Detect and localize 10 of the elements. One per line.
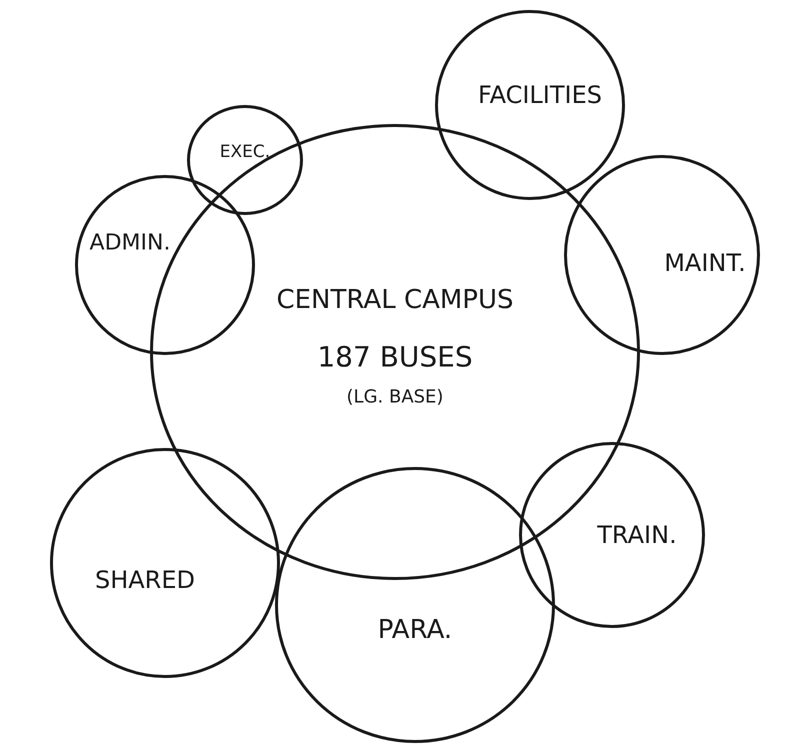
circle-label: MAINT. [664,249,746,277]
circle-label: CENTRAL CAMPUS [276,285,514,315]
circle-label: TRAIN. [597,521,677,549]
circle-label: EXEC. [220,142,270,162]
circle-label: FACILITIES [478,81,602,109]
circle-label: PARA. [378,615,452,645]
circle-label: ADMIN. [90,230,170,256]
circle-label: SHARED [94,566,196,594]
circle-note: 187 BUSES [317,340,473,374]
circle-note: (LG. BASE) [346,386,444,408]
